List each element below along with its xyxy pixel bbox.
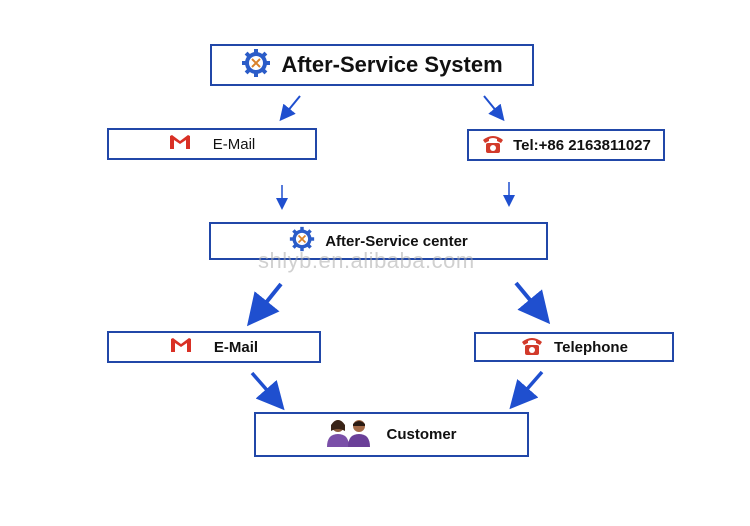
center-label: After-Service center [325, 232, 468, 250]
email-top-node: E-Mail [107, 128, 317, 160]
arrow-system-to-email [279, 95, 301, 122]
arrow-center-to-phone [514, 281, 551, 325]
telephone-top-label: Tel:+86 2163811027 [513, 136, 651, 154]
telephone-icon [481, 132, 505, 159]
people-icon [326, 417, 372, 452]
gmail-icon [168, 133, 191, 155]
email-bottom-label: E-Mail [213, 338, 259, 356]
arrow-system-to-phone [483, 95, 505, 122]
arrow-phone-to-customer [509, 370, 544, 410]
customer-node: Customer [254, 412, 529, 457]
gmail-icon [169, 336, 192, 358]
after-service-system-node: After-Service System [210, 44, 534, 86]
gear-icon [289, 226, 315, 257]
arrow-email-to-customer [250, 371, 285, 411]
email-top-label: E-Mail [212, 135, 256, 153]
telephone-icon [520, 334, 544, 361]
after-service-center-node: After-Service center [209, 222, 548, 260]
gear-icon [241, 48, 271, 83]
telephone-bottom-node: Telephone [474, 332, 674, 362]
system-label: After-Service System [281, 52, 503, 77]
watermark: shlyb.en.alibaba.com [258, 248, 475, 273]
telephone-top-node: Tel:+86 2163811027 [467, 129, 665, 161]
telephone-bottom-label: Telephone [554, 338, 628, 356]
customer-label: Customer [386, 426, 457, 443]
email-bottom-node: E-Mail [107, 331, 321, 363]
arrow-center-to-email [246, 282, 283, 327]
